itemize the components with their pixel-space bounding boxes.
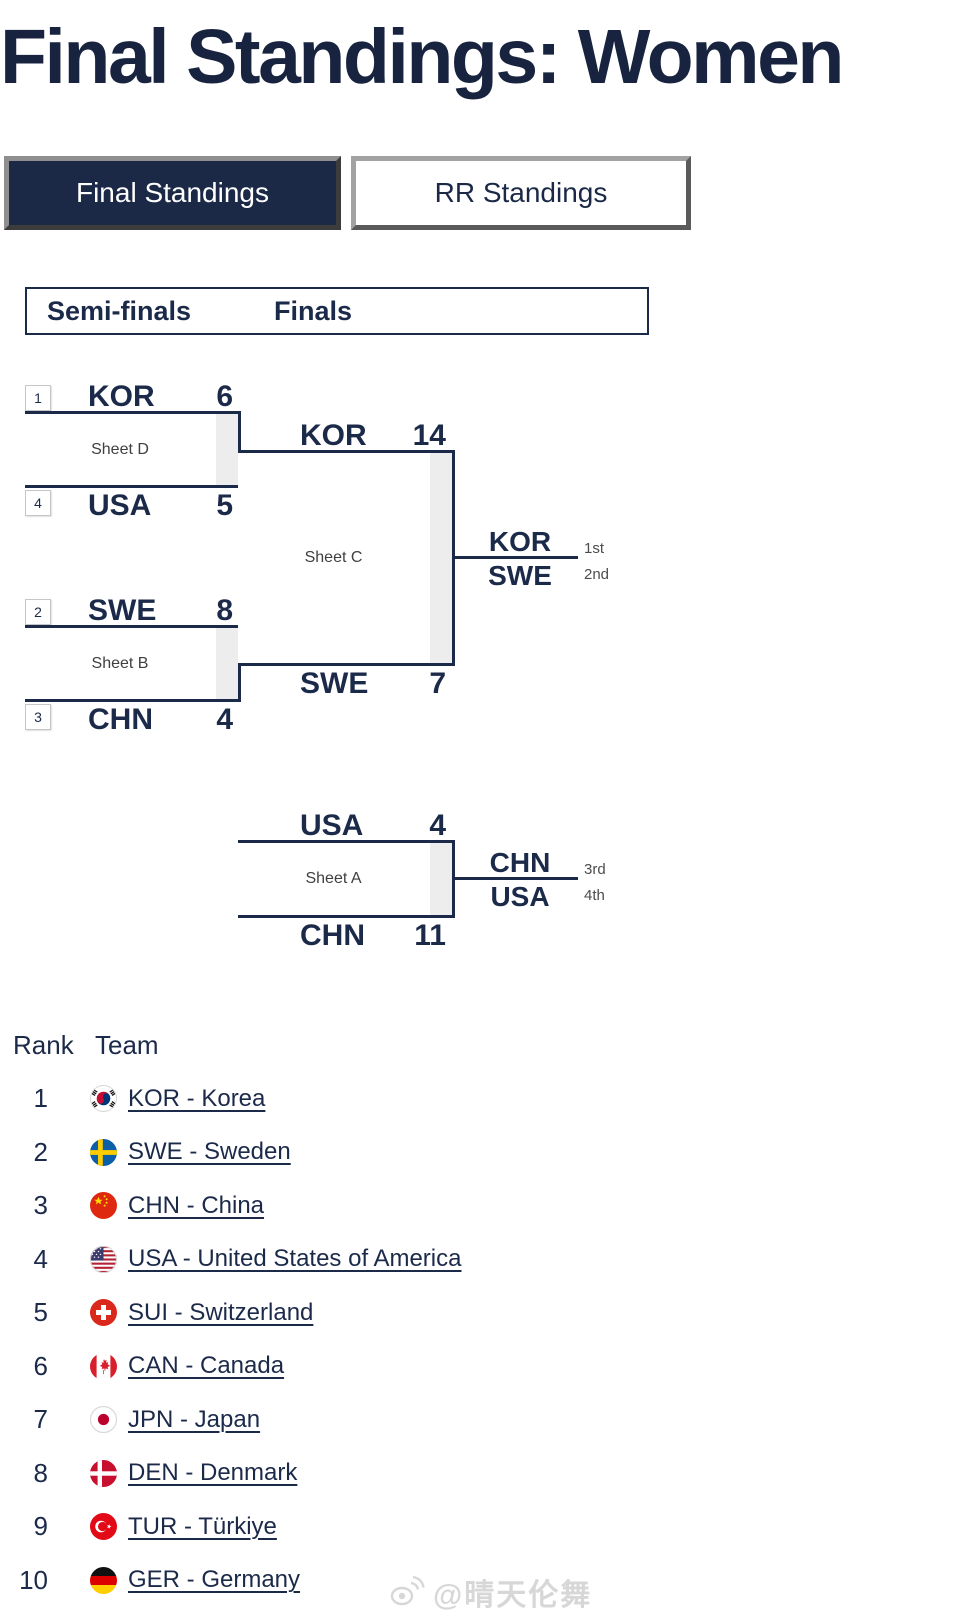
flag-den-icon <box>90 1459 117 1487</box>
team-link-tur[interactable]: TUR - Türkiye <box>128 1512 277 1540</box>
team-code: CHN <box>300 919 365 952</box>
watermark: @晴天伦舞 <box>388 1570 592 1614</box>
page-title: Final Standings: Women <box>0 14 844 100</box>
table-row: 4 <box>0 1233 720 1287</box>
team-score: 5 <box>216 489 233 522</box>
rank-value: 7 <box>33 1404 48 1435</box>
team-score: 14 <box>412 419 446 452</box>
team-link-jpn[interactable]: JPN - Japan <box>128 1405 261 1433</box>
match-box <box>238 450 455 666</box>
result-connector-line <box>455 556 578 559</box>
team-code: SWE <box>88 594 157 627</box>
team-score: 7 <box>429 667 446 700</box>
round-header-finals: Finals <box>274 296 353 326</box>
team-score: 4 <box>216 703 233 736</box>
standings-list: 1 <box>0 1072 720 1607</box>
seed-badge: 2 <box>25 599 51 625</box>
team-column-header: Team <box>95 1030 159 1060</box>
tab-rr-standings[interactable]: RR Standings <box>351 156 691 230</box>
place-label-1st: 1st <box>584 540 605 557</box>
sheet-label: Sheet C <box>304 549 363 566</box>
table-row: 9 TUR - Türkiye <box>0 1500 720 1554</box>
team-link-usa[interactable]: USA - United States of America <box>128 1245 462 1273</box>
team-code: KOR <box>88 380 155 413</box>
team-link-can[interactable]: CAN - Canada <box>128 1352 285 1380</box>
team-link-swe[interactable]: SWE - Sweden <box>128 1138 291 1166</box>
team-score: 11 <box>414 919 446 952</box>
place-label-2nd: 2nd <box>584 566 610 583</box>
team-code: SWE <box>300 667 369 700</box>
rank-value: 5 <box>33 1297 48 1328</box>
bronze-team: CHN <box>489 847 551 878</box>
weibo-icon <box>388 1573 426 1612</box>
match-box <box>25 411 241 488</box>
flag-chn-icon <box>90 1192 117 1220</box>
team-code: KOR <box>300 419 367 452</box>
result-connector-line <box>455 877 578 880</box>
round-header-semifinals: Semi-finals <box>47 296 192 326</box>
team-score: 6 <box>216 380 233 413</box>
sheet-label: Sheet A <box>305 870 362 887</box>
rank-value: 2 <box>33 1136 48 1167</box>
gold-team: KOR <box>488 526 552 557</box>
rank-value: 4 <box>33 1243 48 1274</box>
rank-value: 1 <box>33 1083 48 1114</box>
team-link-ger[interactable]: GER - Germany <box>128 1566 301 1594</box>
team-code: USA <box>300 809 364 842</box>
tab-final-standings[interactable]: Final Standings <box>4 156 341 230</box>
bronze-result: CHN USA 3rd 4th <box>455 826 685 936</box>
table-row: 5 SUI - Switzerland <box>0 1286 720 1340</box>
flag-ger-icon <box>90 1566 117 1594</box>
seed-badge: 4 <box>25 490 51 516</box>
rank-column-header: Rank <box>13 1030 74 1060</box>
flag-tur-icon <box>90 1513 117 1541</box>
team-link-chn[interactable]: CHN - China <box>128 1191 265 1219</box>
team-code: USA <box>88 489 152 522</box>
team-link-sui[interactable]: SUI - Switzerland <box>128 1298 314 1326</box>
flag-swe-icon <box>90 1138 117 1166</box>
team-link-kor[interactable]: KOR - Korea <box>128 1084 266 1112</box>
rank-value: 8 <box>33 1457 48 1488</box>
table-row: 10 GER - Germany <box>0 1554 720 1608</box>
place-label-3rd: 3rd <box>584 861 606 878</box>
table-row: 7 JPN - Japan <box>0 1393 720 1447</box>
silver-team: SWE <box>488 560 552 591</box>
rank-value: 9 <box>33 1511 48 1542</box>
match-box <box>238 840 455 918</box>
table-row: 3 CHN - China <box>0 1179 720 1233</box>
sheet-label: Sheet B <box>91 654 149 672</box>
table-row: 8 DEN - Denmark <box>0 1447 720 1501</box>
rank-value: 6 <box>33 1350 48 1381</box>
flag-usa-icon <box>90 1245 117 1273</box>
rank-value: 10 <box>19 1564 48 1595</box>
watermark-text: @晴天伦舞 <box>433 1579 593 1612</box>
fourth-team: USA <box>490 881 550 912</box>
team-score: 4 <box>429 809 446 842</box>
rank-value: 3 <box>33 1190 48 1221</box>
table-row: 1 <box>0 1072 720 1126</box>
team-score: 8 <box>216 594 233 627</box>
table-row: 6 CAN - Canada <box>0 1340 720 1394</box>
bracket-round-header: Semi-finals Finals <box>25 287 649 335</box>
table-row: 2 SWE - Sweden <box>0 1126 720 1180</box>
place-label-4th: 4th <box>584 887 605 904</box>
seed-badge: 1 <box>25 385 51 411</box>
flag-sui-icon <box>90 1299 117 1327</box>
team-link-den[interactable]: DEN - Denmark <box>128 1459 298 1487</box>
flag-kor-icon <box>90 1085 117 1113</box>
final-result: KOR SWE 1st 2nd <box>455 505 685 615</box>
seed-badge: 3 <box>25 704 51 730</box>
team-code: CHN <box>88 703 153 736</box>
flag-jpn-icon <box>90 1406 117 1434</box>
flag-can-icon <box>90 1352 117 1380</box>
sheet-label: Sheet D <box>91 440 149 458</box>
